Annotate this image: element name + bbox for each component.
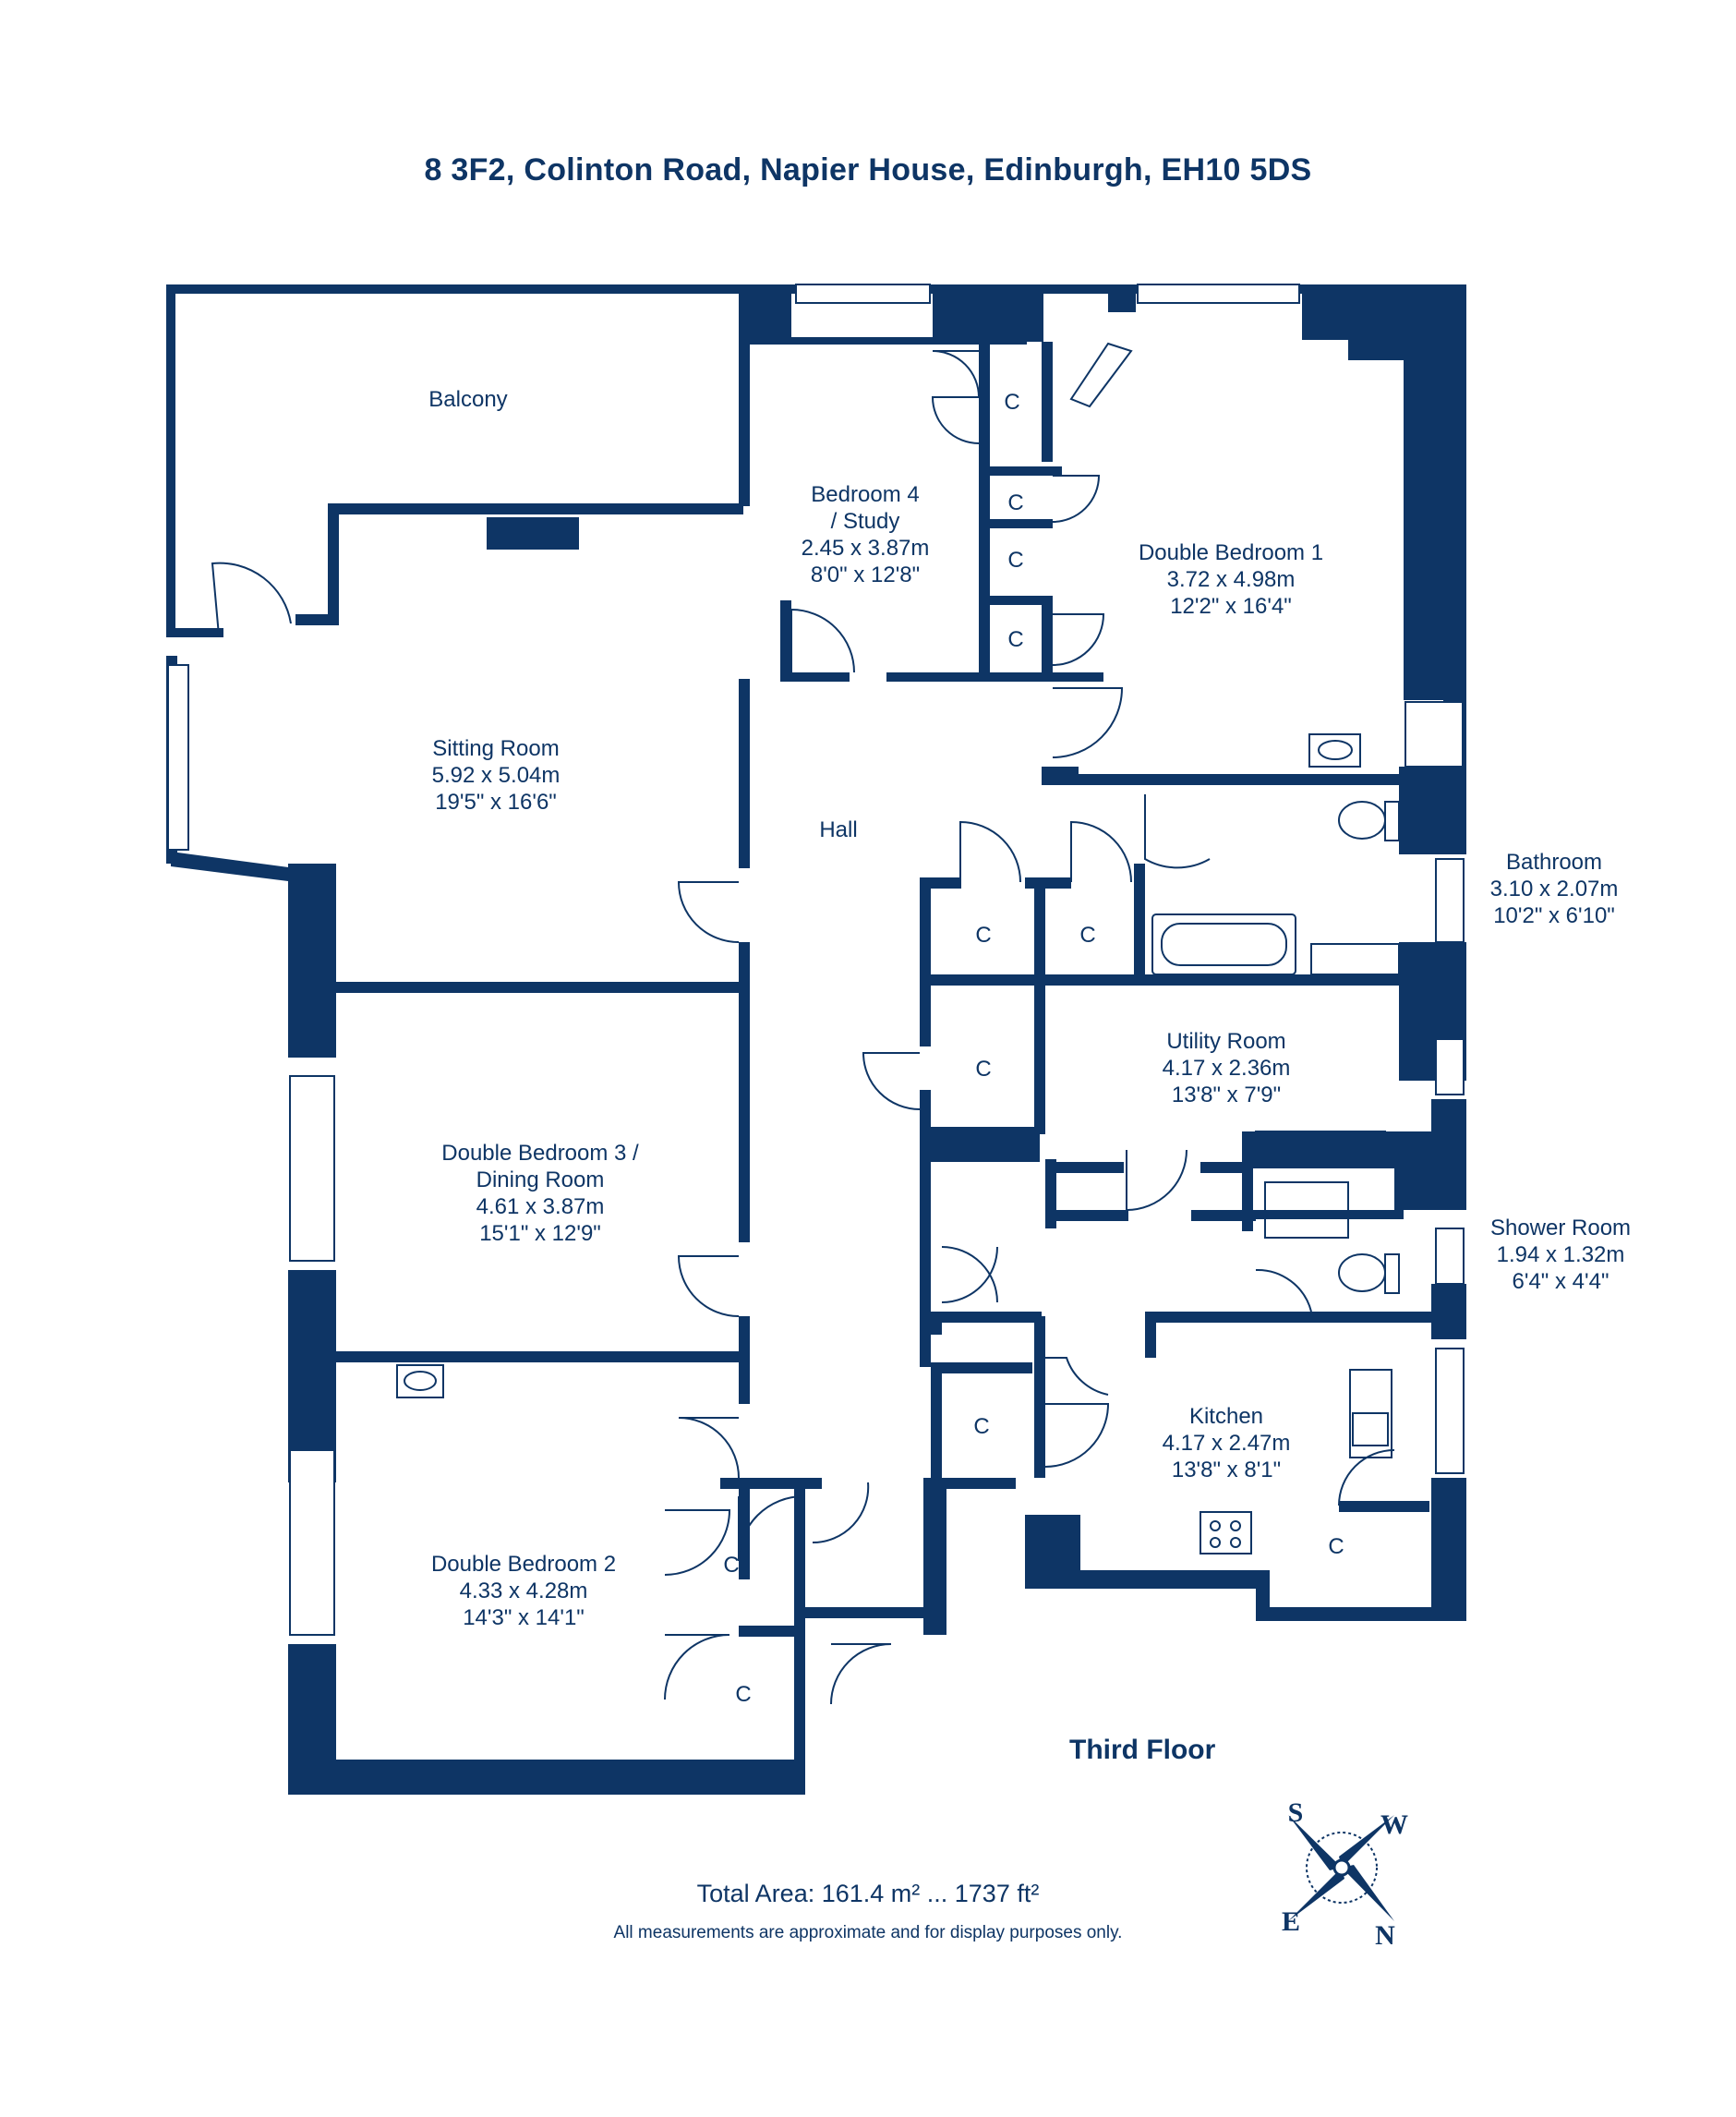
balcony-name: Balcony — [428, 387, 507, 412]
sitting-name: Sitting Room — [432, 736, 559, 761]
bedroom2-metric: 4.33 x 4.28m — [460, 1579, 588, 1603]
shower-imperial: 6'4" x 4'4" — [1513, 1269, 1609, 1294]
bedroom4-name: Bedroom 4 — [811, 482, 919, 507]
cupboard-label: C — [1007, 490, 1023, 515]
cupboard-label: C — [1007, 627, 1023, 652]
sitting-metric: 5.92 x 5.04m — [432, 763, 561, 788]
total-area: Total Area: 161.4 m² ... 1737 ft² — [696, 1880, 1040, 1907]
bedroom3-name: Double Bedroom 3 / — [441, 1141, 639, 1166]
bathroom-imperial: 10'2" x 6'10" — [1493, 903, 1615, 928]
floor-label: Third Floor — [1069, 1735, 1216, 1765]
bedroom1-metric: 3.72 x 4.98m — [1167, 567, 1296, 592]
compass-w: W — [1380, 1809, 1408, 1840]
door-swings — [211, 350, 1395, 1705]
cupboard-label: C — [1079, 923, 1095, 948]
compass-rose-icon: S W E N — [1282, 1797, 1408, 1951]
bathroom-name: Bathroom — [1506, 850, 1602, 875]
cupboard-label: C — [1328, 1534, 1344, 1559]
compass-n: N — [1375, 1920, 1395, 1951]
cupboard-label: C — [735, 1682, 751, 1707]
cupboard-labels: C C C C C C C C C C C — [723, 390, 1344, 1707]
cupboard-label: C — [723, 1553, 739, 1578]
walls — [166, 284, 1466, 1795]
hall-name: Hall — [819, 817, 857, 842]
cupboard-label: C — [973, 1414, 989, 1439]
bedroom1-name: Double Bedroom 1 — [1139, 540, 1323, 565]
bedroom3-metric: 4.61 x 3.87m — [476, 1194, 605, 1219]
shower-name: Shower Room — [1490, 1216, 1631, 1240]
utility-name: Utility Room — [1166, 1029, 1285, 1054]
cupboard-label: C — [1004, 390, 1019, 415]
compass-e: E — [1282, 1906, 1300, 1937]
room-labels: Balcony Bedroom 4 / Study 2.45 x 3.87m 8… — [428, 387, 1631, 1630]
bedroom3-name2: Dining Room — [476, 1167, 605, 1192]
bedroom2-imperial: 14'3" x 14'1" — [463, 1605, 585, 1630]
bedroom3-imperial: 15'1" x 12'9" — [479, 1221, 601, 1246]
sitting-imperial: 19'5" x 16'6" — [435, 790, 557, 815]
bedroom2-name: Double Bedroom 2 — [431, 1552, 616, 1577]
cupboard-label: C — [975, 1057, 991, 1082]
utility-imperial: 13'8" x 7'9" — [1172, 1083, 1281, 1107]
cupboard-label: C — [975, 923, 991, 948]
bedroom4-imperial: 8'0" x 12'8" — [811, 563, 920, 587]
cupboard-label: C — [1007, 548, 1023, 573]
windows — [167, 284, 1465, 1636]
bedroom1-imperial: 12'2" x 16'4" — [1170, 594, 1292, 619]
shower-metric: 1.94 x 1.32m — [1497, 1242, 1625, 1267]
kitchen-imperial: 13'8" x 8'1" — [1172, 1458, 1281, 1482]
kitchen-name: Kitchen — [1189, 1404, 1263, 1429]
kitchen-metric: 4.17 x 2.47m — [1163, 1431, 1291, 1456]
compass-s: S — [1288, 1797, 1304, 1828]
bathroom-metric: 3.10 x 2.07m — [1490, 877, 1619, 901]
bedroom4-name2: / Study — [831, 509, 900, 534]
disclaimer: All measurements are approximate and for… — [613, 1923, 1123, 1942]
utility-metric: 4.17 x 2.36m — [1163, 1056, 1291, 1081]
bedroom4-metric: 2.45 x 3.87m — [802, 536, 930, 561]
property-address: 8 3F2, Colinton Road, Napier House, Edin… — [424, 152, 1312, 188]
fixtures — [396, 342, 1400, 1554]
